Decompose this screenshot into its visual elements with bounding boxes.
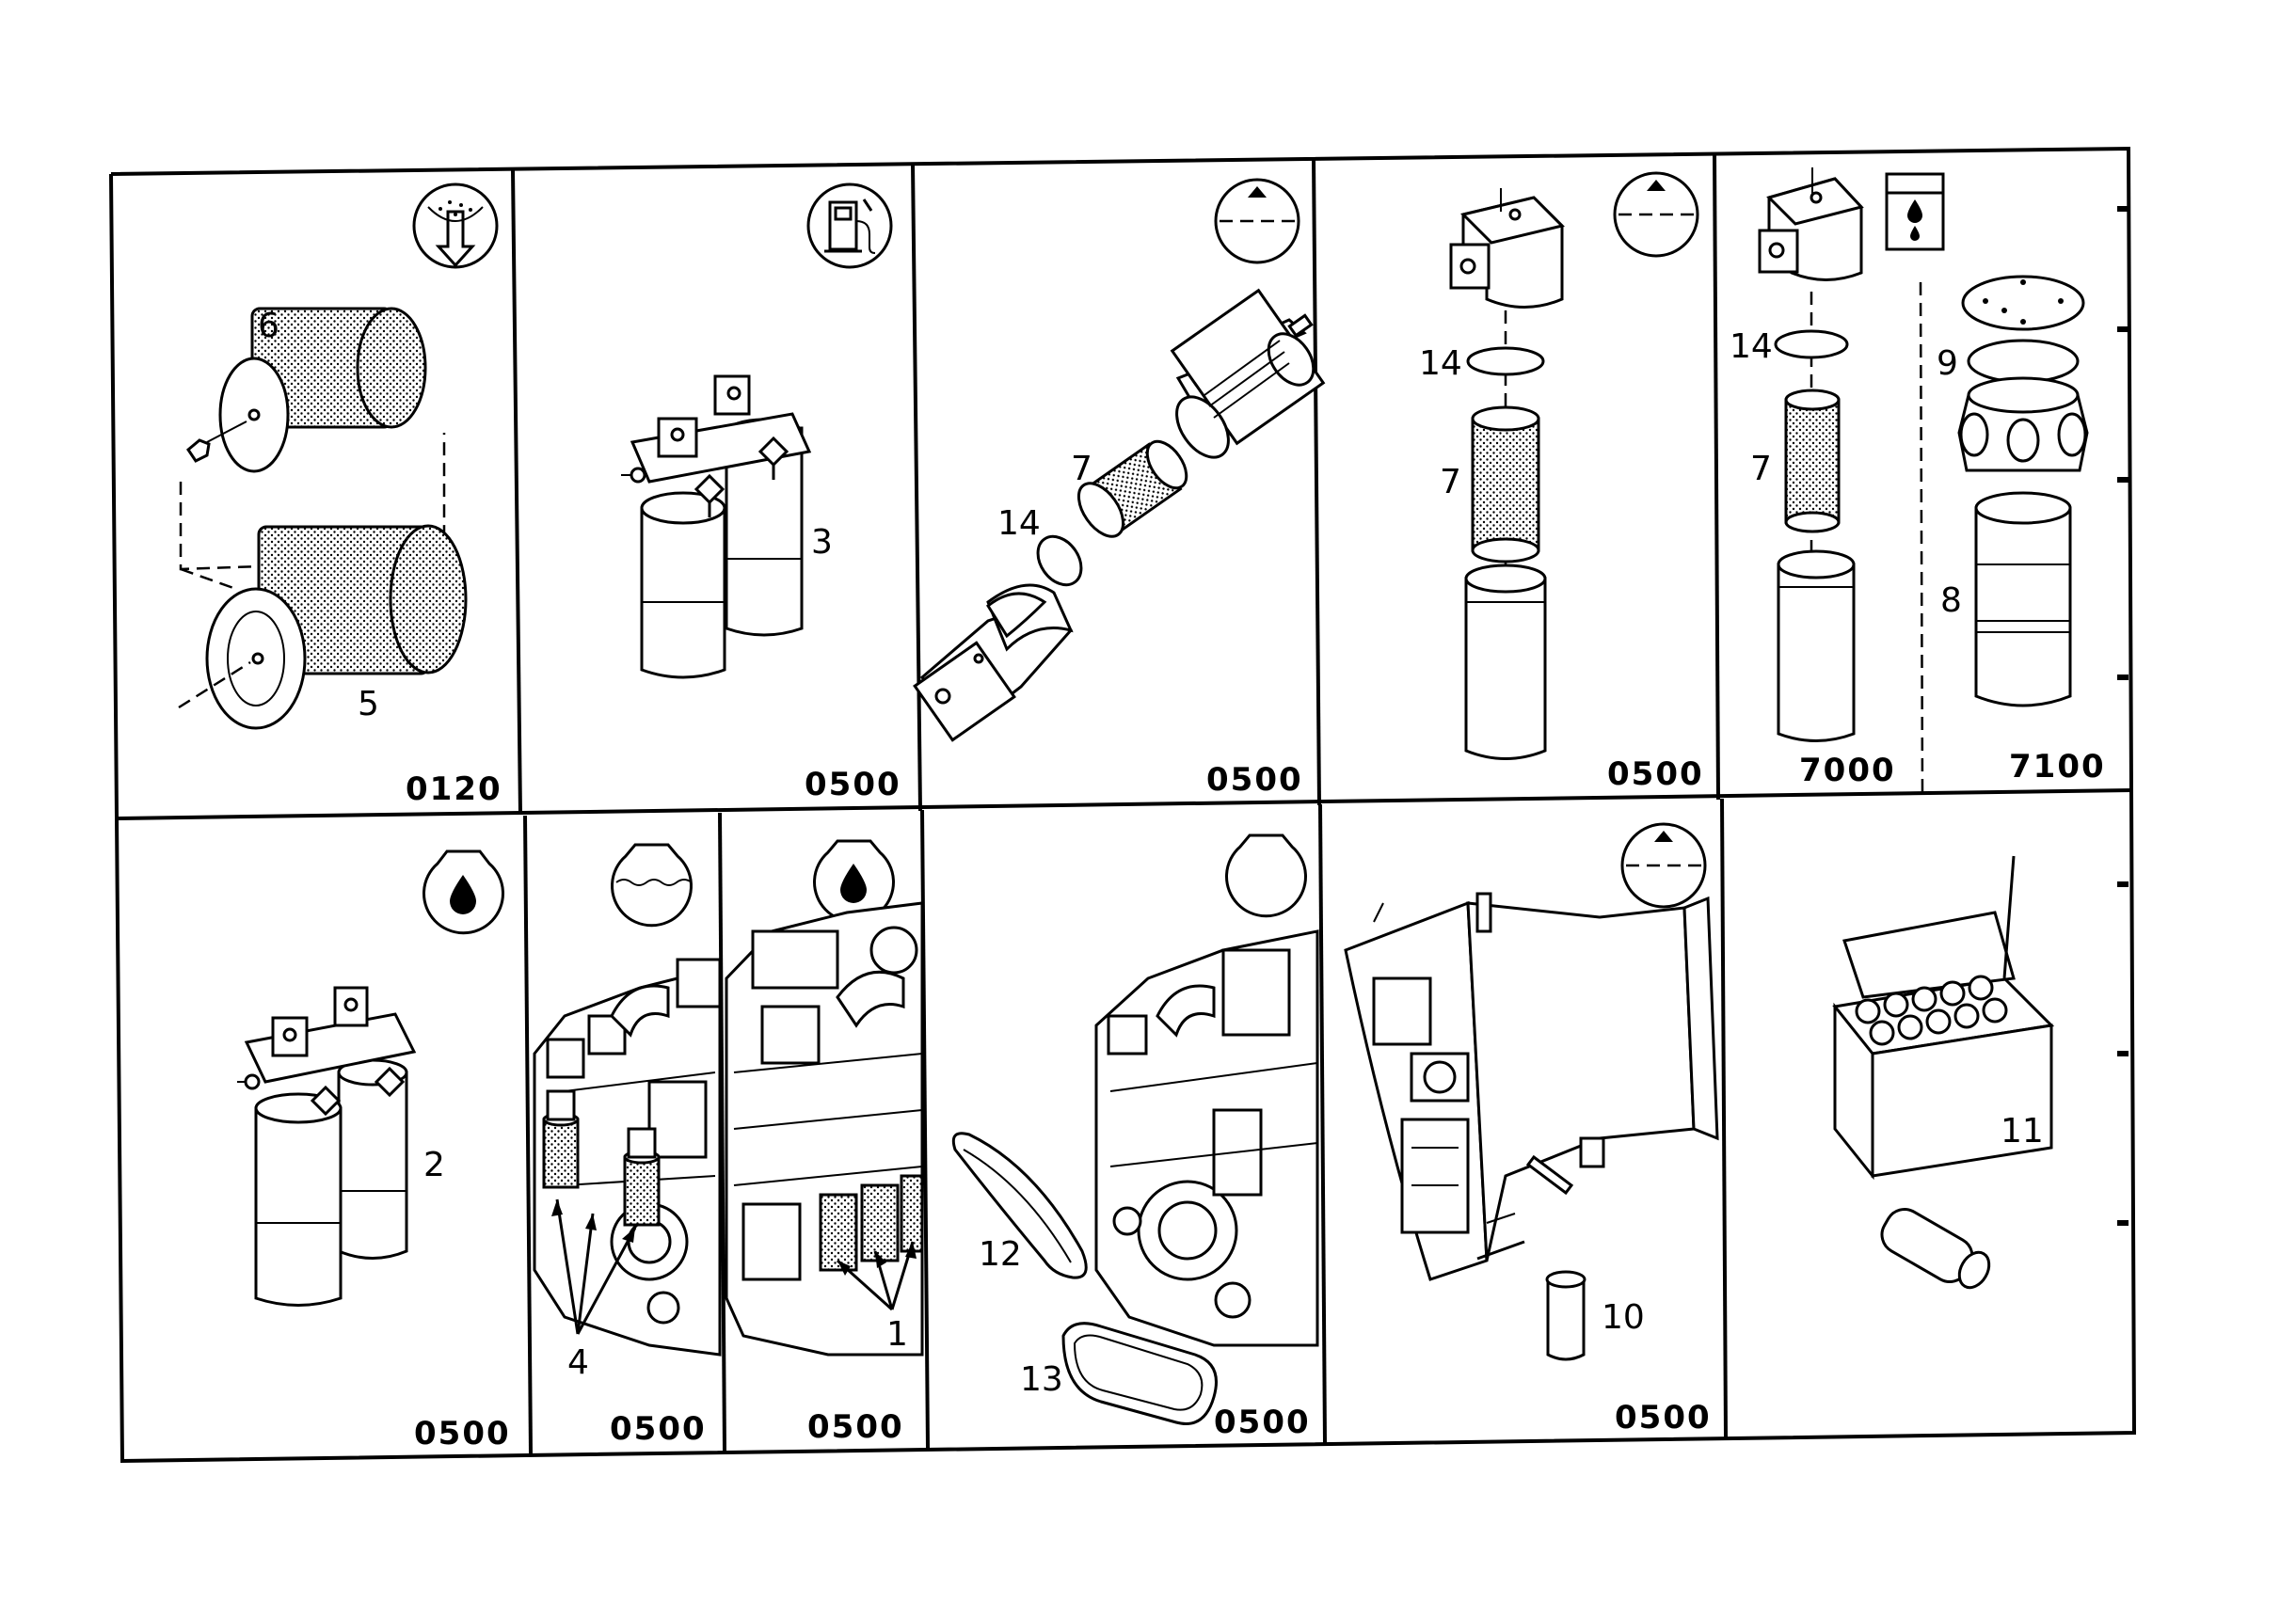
callout-14: 14 [997, 504, 1041, 543]
filter-cartridges [1855, 975, 2008, 1046]
spare-cartridge [1880, 1208, 1991, 1290]
panel-code: 0500 [1615, 1399, 1712, 1436]
panel-8: 1 0500 [725, 839, 924, 1446]
callout-5: 5 [358, 685, 379, 723]
panel-code: 0500 [1214, 1404, 1311, 1441]
panel-code: 0500 [1607, 755, 1704, 793]
oil-drop-icon [423, 849, 504, 935]
separator-lid [1961, 275, 2085, 331]
coolant-icon [611, 843, 693, 928]
filter-element-7 [1471, 405, 1540, 563]
panel-code: 0120 [406, 770, 502, 808]
callout-8: 8 [1940, 581, 1962, 620]
callout-14: 14 [1419, 344, 1462, 383]
filter-bowl [1777, 549, 1856, 742]
filter-element-7 [1784, 389, 1841, 533]
panel-4: 14 7 0500 [1419, 171, 1704, 793]
panel-code: 0500 [807, 1408, 904, 1446]
panel-7: 4 0500 [533, 843, 722, 1448]
double-oil-filter [237, 986, 417, 1307]
panel-code: 0500 [610, 1410, 707, 1448]
dust-filter-icon [412, 183, 499, 269]
v-belt-13 [1061, 1322, 1218, 1425]
callout-12: 12 [979, 1235, 1022, 1274]
filter-element-7 [1076, 439, 1188, 538]
panel-10: 10 0500 [1344, 822, 1719, 1436]
panel-code: 0500 [805, 766, 901, 803]
panel-5: 14 7 7000 9 8 7100 [1730, 167, 2106, 789]
o-ring-14 [1774, 329, 1849, 359]
panel-2: 3 0500 [621, 183, 901, 803]
panel-code: 0500 [1206, 761, 1303, 799]
panel-6: 2 0500 [237, 849, 511, 1452]
fuel-pump-icon [806, 183, 893, 269]
gasket-9 [1967, 339, 2080, 384]
filter-bowl [1464, 563, 1547, 760]
panel-9: 12 13 0500 [951, 833, 1319, 1441]
panel-3: 7 14 0500 [913, 178, 1326, 799]
panel-code: 0500 [414, 1415, 511, 1452]
hydraulic-pump [1344, 892, 1719, 1281]
panel-code: 7100 [2009, 748, 2106, 786]
callout-10: 10 [1602, 1298, 1645, 1337]
air-filter-outer-element [178, 524, 468, 730]
double-fuel-filter [621, 374, 812, 679]
callout-7: 7 [1440, 463, 1461, 501]
strainer-10 [1545, 1270, 1586, 1361]
filter-head [1449, 188, 1565, 309]
separator-bowl-8 [1974, 491, 2072, 707]
engine-block-center [1094, 929, 1319, 1347]
separator-housing [1957, 376, 2089, 472]
callout-6: 6 [258, 307, 279, 345]
coolant-filters-4 [542, 1089, 661, 1227]
engine-block-right [725, 901, 924, 1357]
callout-13: 13 [1020, 1360, 1063, 1399]
grid-frame [109, 146, 2137, 1464]
callout-9: 9 [1937, 344, 1958, 383]
level-up-icon [1620, 822, 1707, 909]
callout-1: 1 [886, 1315, 908, 1354]
filter-kit-box [1832, 855, 2055, 1181]
callout-2: 2 [423, 1146, 445, 1184]
callout-arrows-4 [551, 1198, 637, 1335]
callout-3: 3 [811, 523, 833, 562]
empty-drop-icon [1225, 833, 1307, 918]
air-filter-inner-element [186, 307, 427, 473]
callout-7: 7 [1071, 450, 1092, 488]
v-belt-12 [951, 1132, 1088, 1279]
callout-14: 14 [1730, 327, 1773, 366]
callout-arrows-1 [836, 1241, 917, 1311]
level-up-icon [1613, 171, 1699, 258]
filter-head-block [913, 583, 1074, 742]
panel-11: 11 [1832, 855, 2055, 1290]
level-up-icon [1214, 178, 1300, 264]
panel-code: 7000 [1799, 752, 1896, 789]
oil-filters-1 [819, 1174, 924, 1272]
o-ring-14 [1466, 346, 1545, 376]
fuel-prefilter-housing [1170, 288, 1326, 459]
filter-head [1758, 167, 1864, 281]
fuel-water-icon [1885, 172, 1945, 251]
callout-4: 4 [567, 1343, 589, 1382]
callout-7: 7 [1750, 450, 1772, 488]
o-ring-14 [1036, 534, 1083, 587]
callout-11: 11 [2001, 1112, 2044, 1151]
panel-1: 6 5 0120 [178, 183, 502, 808]
